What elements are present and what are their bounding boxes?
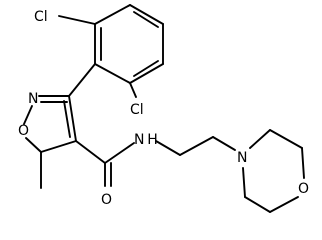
- bond: [23, 105, 33, 125]
- bonds: [23, 4, 305, 213]
- atom-label-ring-o: O: [18, 123, 29, 139]
- bond: [129, 82, 137, 98]
- bond: [129, 4, 164, 25]
- bond: [301, 147, 305, 179]
- atom-label-carbonyl-o: O: [101, 192, 112, 208]
- bond: [269, 196, 299, 213]
- bond: [25, 137, 42, 153]
- atom-label-ring-n: N: [28, 91, 38, 107]
- atom-label-amide-nh: N H: [134, 132, 158, 148]
- bond: [244, 196, 271, 213]
- atom-label-morpholine-n: N: [237, 150, 247, 166]
- bond: [269, 129, 303, 149]
- bond: [63, 100, 71, 138]
- bond: [58, 15, 96, 25]
- bond: [40, 140, 77, 153]
- atom-label-morpholine-o: O: [298, 181, 309, 197]
- atom-label-cl-bottom: Cl: [130, 102, 144, 118]
- bond: [179, 136, 214, 156]
- bond: [94, 4, 131, 25]
- bond: [129, 63, 164, 84]
- atom-labels: Cl Cl N O O N H N O: [18, 9, 309, 208]
- bond: [94, 63, 131, 84]
- bond: [68, 63, 96, 97]
- bond: [242, 167, 246, 198]
- bond: [133, 60, 159, 77]
- bond: [68, 95, 77, 142]
- bond: [75, 140, 106, 164]
- chemical-structure: Cl Cl N O O N H N O: [18, 4, 309, 213]
- bond: [133, 11, 159, 28]
- bond: [249, 129, 271, 149]
- atom-label-cl-top: Cl: [34, 9, 48, 25]
- bond: [155, 140, 181, 156]
- bond: [212, 136, 236, 151]
- bond: [104, 142, 135, 164]
